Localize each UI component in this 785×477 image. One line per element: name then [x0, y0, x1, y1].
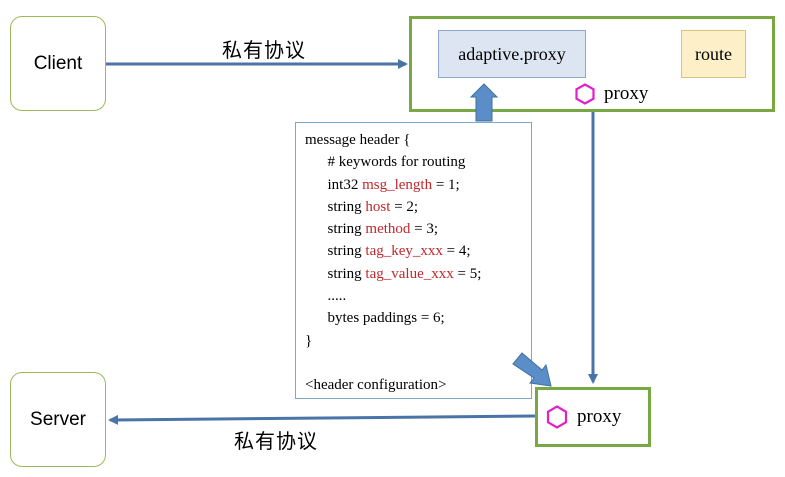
code-text: bytes paddings = 6; [305, 310, 445, 327]
code-text: string [305, 265, 366, 282]
hexagon-icon [575, 83, 595, 105]
code-text: = 1; [432, 176, 460, 193]
proxy-bottom-label-group: proxy [545, 405, 621, 429]
proxy-bottom-container [535, 387, 651, 447]
code-line: ..... [305, 285, 531, 307]
code-text: = 2; [390, 198, 419, 215]
code-text: } [305, 332, 313, 349]
routing-field-name: host [365, 198, 391, 215]
route-node: route [681, 30, 746, 78]
code-text: message header { [305, 132, 411, 148]
code-line: # keywords for routing [305, 151, 531, 173]
code-text: ..... [305, 288, 347, 305]
code-line: message header { [305, 129, 531, 151]
adaptive-proxy-node: adaptive.proxy [438, 30, 586, 78]
message-header-box: message header { # keywords for routing … [295, 122, 532, 399]
code-text: = 3; [410, 221, 439, 238]
routing-field-name: method [365, 221, 411, 238]
server-protocol-label: 私有协议 [234, 429, 318, 453]
code-text: string [305, 221, 366, 238]
hexagon-icon [546, 405, 568, 429]
code-text: string [305, 198, 366, 215]
code-line: string method = 3; [305, 218, 531, 240]
routing-field-name: tag_key_xxx [365, 243, 443, 260]
client-label: Client [33, 52, 83, 74]
adaptive-proxy-label: adaptive.proxy [458, 43, 566, 64]
proxy-bottom-label: proxy [577, 406, 622, 427]
code-line: <header configuration> [305, 374, 531, 396]
message-header-lines: message header { # keywords for routing … [305, 129, 531, 397]
code-text: = 5; [453, 265, 482, 282]
code-text: = 4; [442, 243, 471, 260]
server-label: Server [30, 408, 86, 430]
client-node: Client [10, 16, 106, 111]
code-text: string [305, 243, 366, 260]
code-line [305, 352, 531, 374]
proxy-top-label: proxy [604, 83, 649, 104]
code-text: <header configuration> [305, 377, 447, 394]
proxy-to-server-arrow [108, 414, 536, 425]
code-line: int32 msg_length = 1; [305, 174, 531, 196]
client-protocol-label: 私有协议 [222, 38, 306, 62]
code-line: string host = 2; [305, 196, 531, 218]
server-node: Server [10, 372, 106, 467]
code-text: # keywords for routing [305, 154, 466, 171]
code-line: } [305, 330, 531, 352]
code-line: bytes paddings = 6; [305, 307, 531, 329]
route-label: route [695, 43, 732, 64]
code-line: string tag_value_xxx = 5; [305, 263, 531, 285]
routing-field-name: tag_value_xxx [365, 265, 454, 282]
routing-field-name: msg_length [362, 176, 433, 193]
proxy-top-label-group: proxy [574, 83, 648, 105]
code-line: string tag_key_xxx = 4; [305, 240, 531, 262]
code-text: int32 [305, 176, 363, 193]
